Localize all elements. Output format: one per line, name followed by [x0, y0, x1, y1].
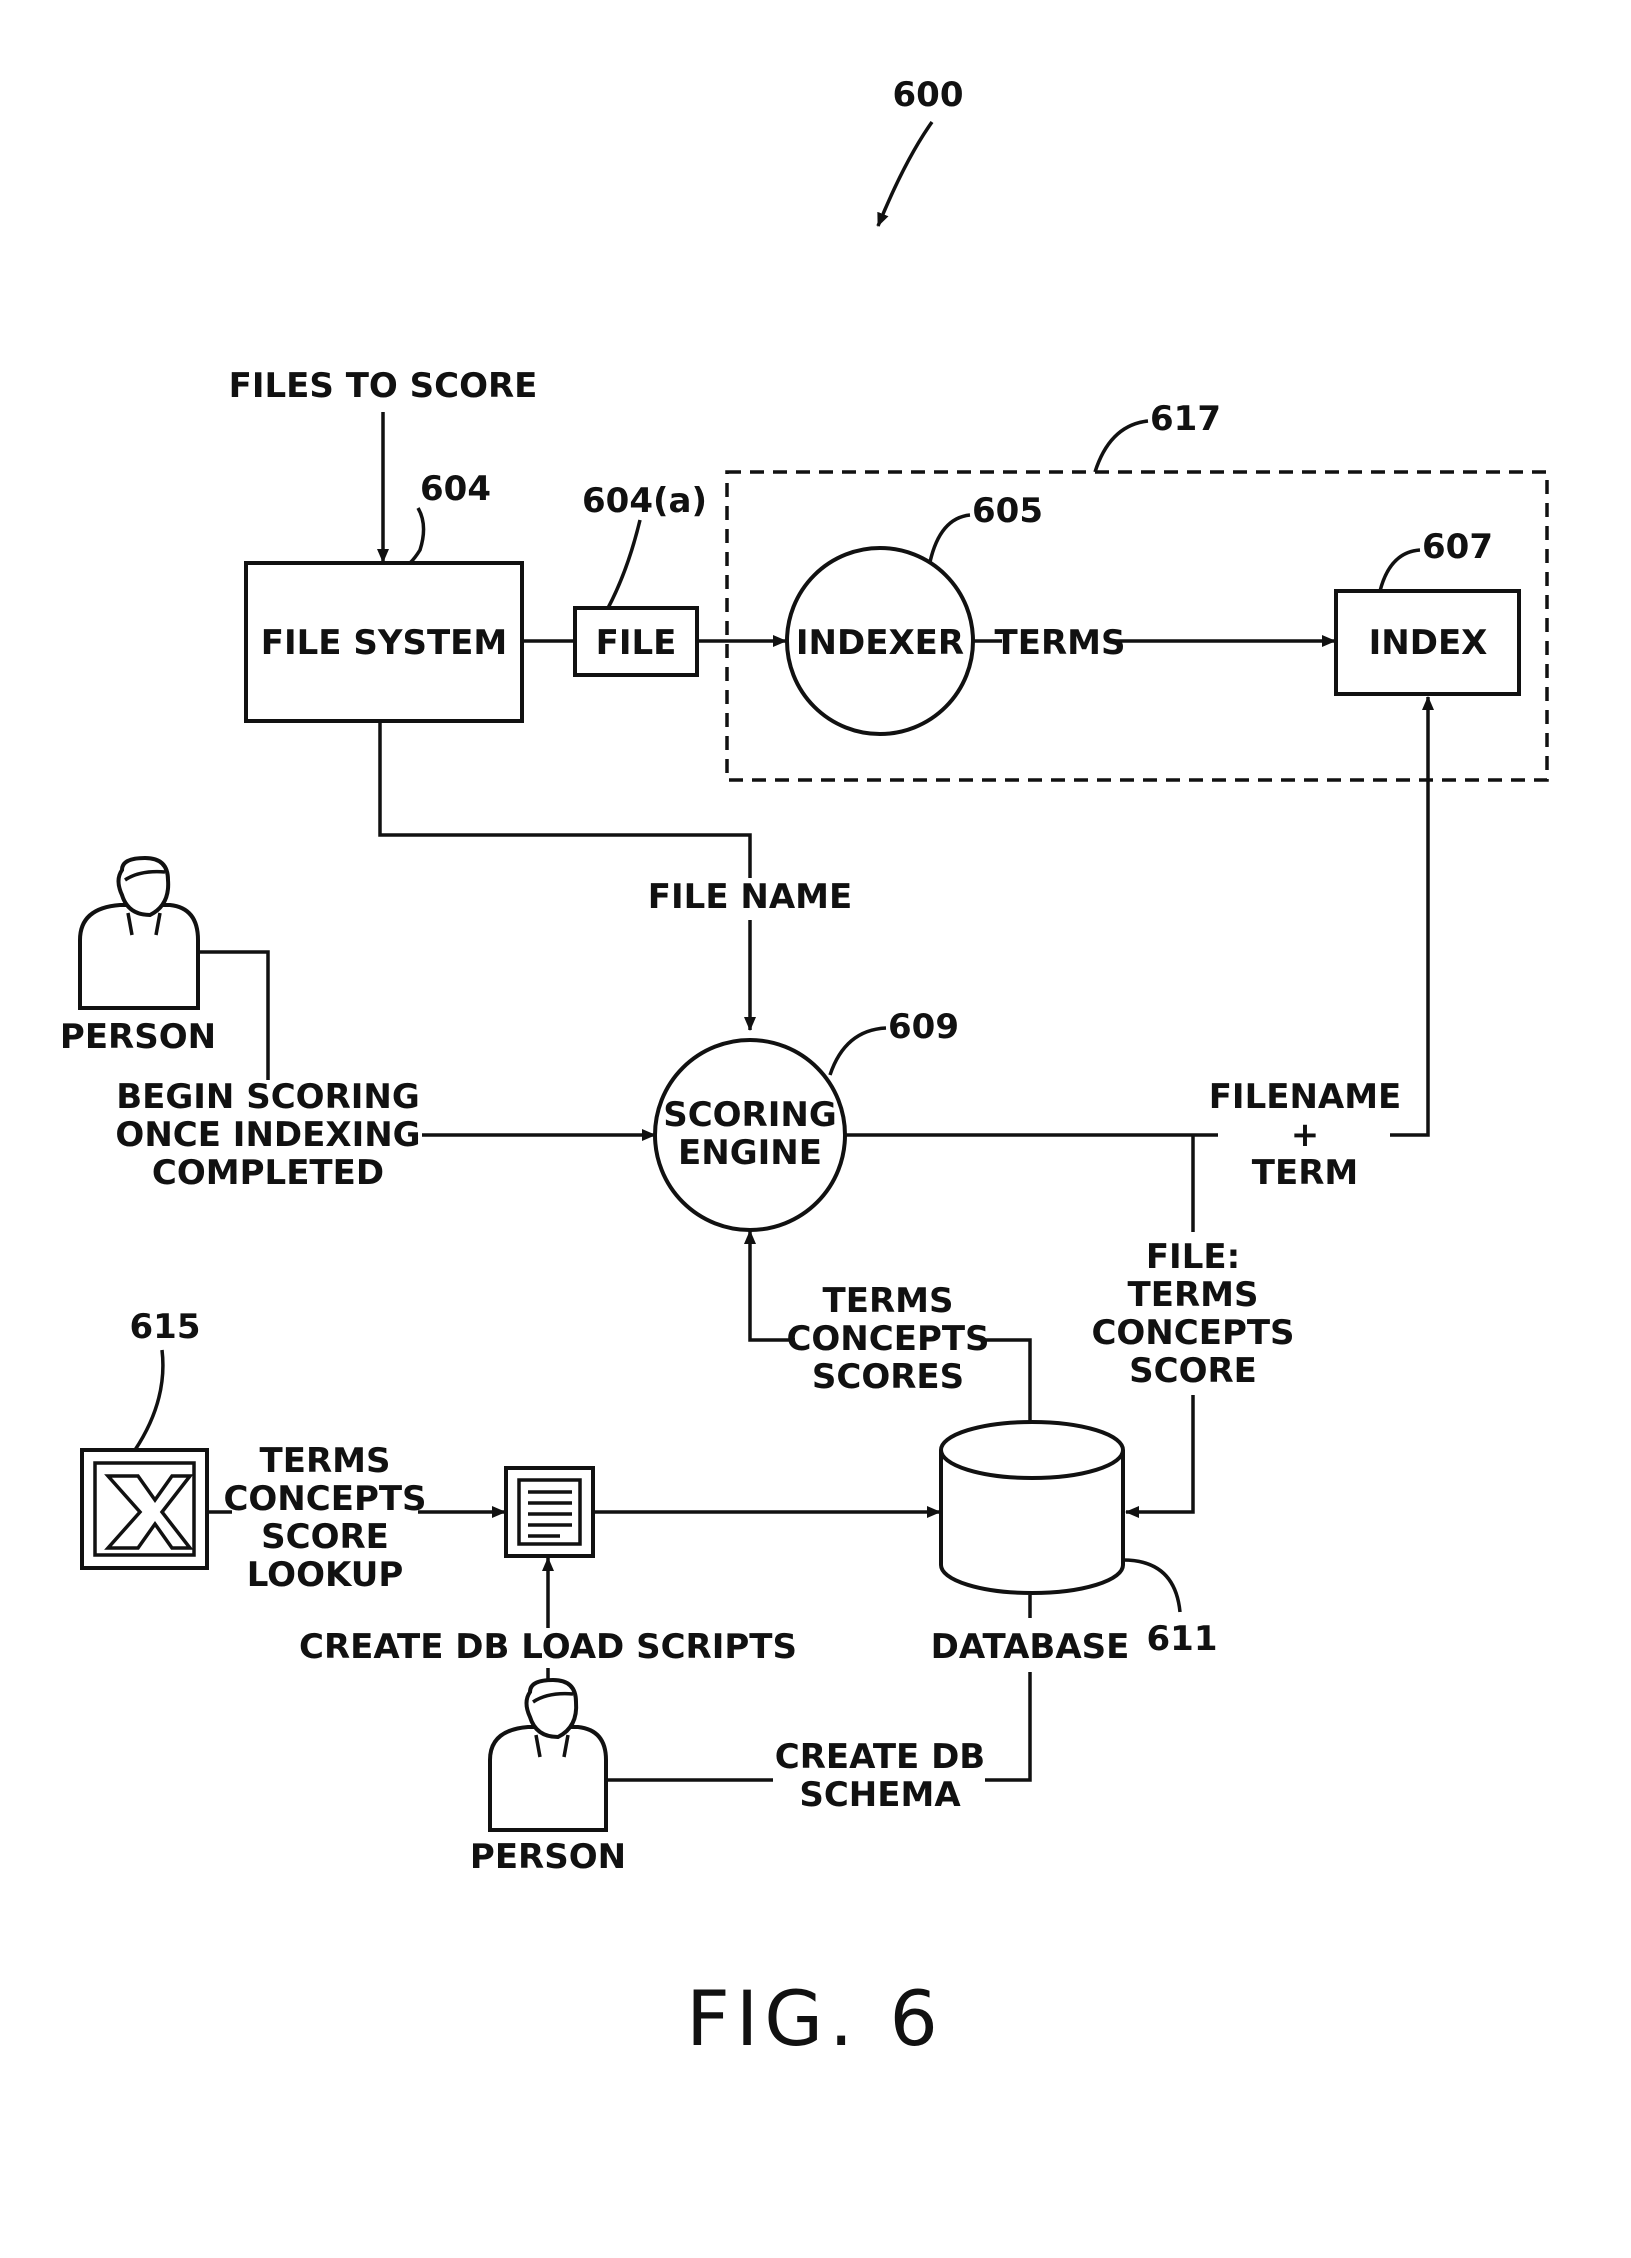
file-score-to-db-arrow: [1126, 1395, 1193, 1512]
file-label: FILE: [596, 623, 677, 663]
tcs-line1: TERMS: [823, 1281, 954, 1321]
file-tcs-line4: SCORE: [1129, 1351, 1257, 1391]
scoring-engine-line1: SCORING: [663, 1095, 837, 1135]
ref-604a-leader: [608, 520, 640, 608]
ref-607: 607: [1422, 527, 1493, 567]
ref-617: 617: [1150, 399, 1221, 439]
filename-term-line2: +: [1291, 1115, 1320, 1155]
ref-611-leader: [1123, 1560, 1180, 1612]
database-label: DATABASE: [931, 1627, 1130, 1667]
create-db-schema-line1: CREATE DB: [775, 1737, 985, 1777]
tcs-line2: CONCEPTS: [786, 1319, 989, 1359]
ref-611: 611: [1147, 1619, 1218, 1659]
begin-scoring-line2: ONCE INDEXING: [115, 1115, 420, 1155]
indexer-label: INDEXER: [796, 623, 964, 663]
diagram-number: 600: [893, 75, 964, 115]
lookup-line1: TERMS: [260, 1441, 391, 1481]
person-bottom-label: PERSON: [470, 1837, 626, 1877]
file-tcs-line2: TERMS: [1128, 1275, 1259, 1315]
ref-605: 605: [972, 491, 1043, 531]
ref-617-leader: [1095, 421, 1148, 472]
database-cylinder: [941, 1422, 1123, 1593]
lookup-line4: LOOKUP: [247, 1555, 404, 1595]
ref-604a: 604(a): [582, 481, 707, 521]
scoring-engine-line2: ENGINE: [678, 1133, 822, 1173]
ref-615: 615: [130, 1307, 201, 1347]
create-db-schema-line2: SCHEMA: [799, 1775, 961, 1815]
file-tcs-line1: FILE:: [1146, 1237, 1240, 1277]
lookup-line2: CONCEPTS: [223, 1479, 426, 1519]
create-db-load-label: CREATE DB LOAD SCRIPTS: [299, 1627, 797, 1667]
person-top-icon: [80, 858, 198, 1008]
fs-to-filename-line: [380, 721, 750, 878]
filename-term-to-index-arrow: [1390, 697, 1428, 1135]
files-to-score-label: FILES TO SCORE: [229, 366, 538, 406]
file-name-label: FILE NAME: [648, 877, 852, 917]
ref-604: 604: [420, 469, 491, 509]
spreadsheet-icon: [82, 1450, 207, 1568]
filename-term-line3: TERM: [1252, 1153, 1358, 1193]
ref-609-leader: [830, 1028, 886, 1075]
script-document-icon: [506, 1468, 593, 1556]
diagram-number-pointer: [878, 122, 932, 226]
filename-term-line1: FILENAME: [1209, 1077, 1402, 1117]
terms-label: TERMS: [995, 623, 1126, 663]
ref-605-leader: [930, 515, 970, 562]
ref-609: 609: [888, 1007, 959, 1047]
lookup-line3: SCORE: [261, 1517, 389, 1557]
file-system-label: FILE SYSTEM: [261, 623, 507, 663]
ref-604-leader: [410, 508, 424, 563]
person-bottom-icon: [490, 1680, 606, 1830]
ref-615-leader: [135, 1350, 163, 1450]
person-top-label: PERSON: [60, 1017, 216, 1057]
begin-scoring-line1: BEGIN SCORING: [116, 1077, 420, 1117]
begin-scoring-line3: COMPLETED: [152, 1153, 384, 1193]
schema-to-db-line: [985, 1672, 1030, 1780]
file-tcs-line3: CONCEPTS: [1091, 1313, 1294, 1353]
figure-caption: FIG. 6: [686, 1974, 944, 2063]
index-label: INDEX: [1369, 623, 1488, 663]
tcs-line3: SCORES: [812, 1357, 964, 1397]
person-top-line: [198, 952, 268, 1080]
ref-607-leader: [1380, 550, 1420, 591]
